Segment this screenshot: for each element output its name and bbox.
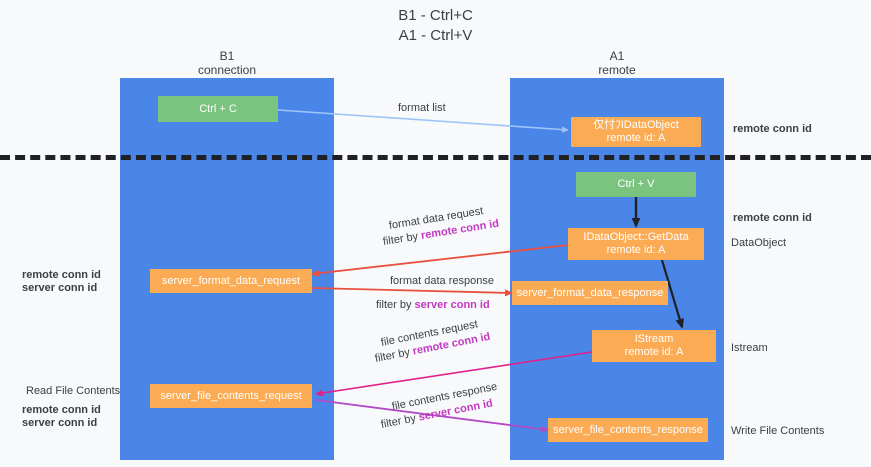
- annotation-write-file-contents: Write File Contents: [731, 425, 825, 437]
- filter-prefix-2: filter by: [376, 299, 415, 311]
- arrow-file-contents-request: [315, 351, 593, 397]
- phase-divider: [0, 155, 871, 160]
- edge-label-format-data-response-filter: filter by server conn id: [376, 298, 490, 312]
- edge-label-format-data-response: format data response: [390, 275, 494, 287]
- box-server-file-contents-request[interactable]: server_file_contents_request: [150, 384, 312, 408]
- filter-key-server-conn-id-1: server conn id: [414, 299, 490, 311]
- box-idataobject[interactable]: 仅忖ﾌIDataObject remote id: A: [571, 117, 701, 147]
- box-server-file-contents-response[interactable]: server_file_contents_response: [548, 418, 708, 442]
- arrow-format-list: [277, 109, 569, 133]
- box-server-format-data-request[interactable]: server_format_data_request: [150, 269, 312, 293]
- arrow-format-data-response: [311, 287, 513, 297]
- annotation-left-remote-conn-id-mid: remote conn id: [22, 269, 101, 281]
- annotation-dataobject: DataObject: [731, 237, 787, 249]
- lane-header-a1-sub: remote: [598, 63, 636, 77]
- annotation-remote-conn-id-mid: remote conn id: [733, 212, 812, 224]
- box-istream[interactable]: IStream remote id: A: [592, 330, 716, 362]
- box-ctrl-c-label: Ctrl + C: [199, 102, 237, 115]
- annotation-read-file-contents: Read File Contents: [26, 385, 121, 397]
- lane-header-b1-name: B1: [219, 49, 235, 63]
- box-server-file-contents-request-label: server_file_contents_request: [160, 389, 302, 402]
- diagram-title: B1 - Ctrl+C A1 - Ctrl+V: [0, 6, 871, 46]
- annotation-remote-conn-id-top: remote conn id: [733, 123, 812, 135]
- box-server-format-data-request-label: server_format_data_request: [161, 274, 301, 287]
- annotation-left-remote-conn-id-bot: remote conn id: [22, 404, 101, 416]
- edge-label-format-list: format list: [398, 102, 446, 114]
- box-ctrl-v-label: Ctrl + V: [617, 178, 655, 190]
- box-ctrl-v[interactable]: Ctrl + V: [576, 172, 696, 197]
- box-idataobject-getdata-line2: remote id: A: [606, 244, 666, 256]
- box-idataobject-line2: remote id: A: [606, 132, 666, 144]
- lane-header-a1: A1 remote: [510, 49, 724, 77]
- lane-header-b1-sub: connection: [197, 63, 257, 77]
- box-idataobject-getdata-line1: IDataObject::GetData: [583, 231, 689, 243]
- lane-header-b1: B1 connection: [120, 49, 334, 77]
- annotation-istream: Istream: [731, 342, 768, 354]
- annotation-left-server-conn-id-bot: server conn id: [22, 417, 98, 429]
- box-server-format-data-response-label: server_format_data_response: [516, 286, 664, 299]
- box-server-format-data-response[interactable]: server_format_data_response: [512, 281, 668, 305]
- arrow-file-contents-response: [315, 399, 549, 433]
- arrow-format-data-request: [311, 244, 569, 277]
- box-idataobject-getdata[interactable]: IDataObject::GetData remote id: A: [568, 228, 704, 260]
- annotation-left-server-conn-id-mid: server conn id: [22, 282, 98, 294]
- box-ctrl-c[interactable]: Ctrl + C: [158, 96, 278, 122]
- box-istream-line2: remote id: A: [624, 346, 684, 358]
- arrow-getdata-to-istream: [660, 259, 684, 329]
- title-line-2: A1 - Ctrl+V: [398, 27, 473, 44]
- box-idataobject-line1: 仅忖ﾌIDataObject: [593, 119, 679, 131]
- title-line-1: B1 - Ctrl+C: [398, 7, 473, 24]
- box-istream-line1: IStream: [634, 333, 674, 345]
- lane-header-a1-name: A1: [609, 49, 625, 63]
- box-server-file-contents-response-label: server_file_contents_response: [553, 423, 703, 436]
